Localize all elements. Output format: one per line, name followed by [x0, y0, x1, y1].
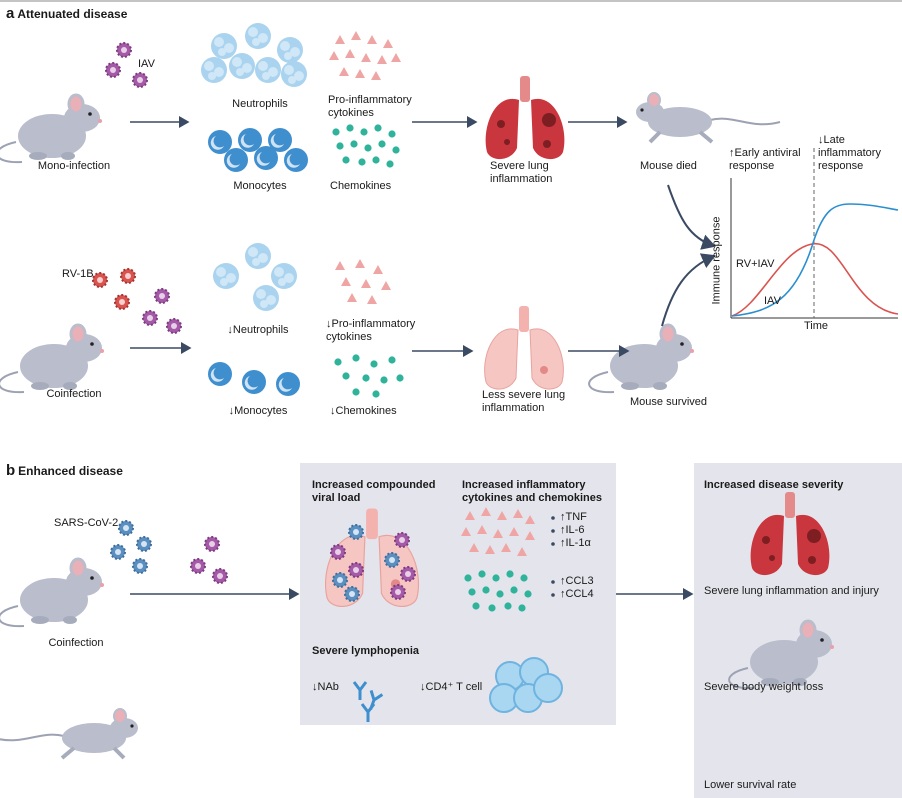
sars-iav-virus-cluster [110, 520, 228, 584]
panel-b-title: Enhanced disease [18, 464, 123, 478]
mouse-survived-label: Mouse survived [630, 396, 708, 408]
reduced-cytokines-label: ↓Pro-inflammatory cytokines [326, 318, 416, 343]
cd4-label: ↓CD4⁺ T cell [420, 681, 483, 693]
rv-iav-virus-cluster [92, 268, 182, 334]
reduced-monocyte-cluster [208, 362, 300, 396]
mouse-died-label: Mouse died [640, 160, 697, 172]
reduced-chemokines-label: ↓Chemokines [330, 405, 397, 417]
mono-infection-mouse [0, 93, 104, 164]
arrow-to-plot-bottom [661, 253, 716, 327]
low-survival-mouse [0, 707, 140, 760]
neutrophil-cluster [201, 23, 307, 87]
cytokine-list: ↑TNF ↑IL-6 ↑IL-1α [560, 511, 591, 549]
monocytes-label: Monocytes [233, 180, 287, 192]
coinfection-label: Coinfection [46, 388, 102, 400]
mono-infection-label: Mono-infection [37, 160, 111, 172]
mild-lung [484, 305, 564, 390]
panel-a-letter: a [6, 5, 15, 22]
rv1b-label: RV-1B [62, 268, 94, 280]
cytokine-cluster [329, 31, 401, 80]
survived-mouse [587, 323, 696, 394]
plot-iav-label: IAV [764, 295, 781, 307]
early-response-label: ↑Early antiviral response [729, 147, 801, 172]
neutrophils-label: Neutrophils [232, 98, 288, 110]
lymphopenia-heading: Severe lymphopenia [312, 645, 419, 657]
inflammatory-heading: Increased inflammatory cytokines and che… [462, 479, 602, 504]
severity-lung-label: Severe lung inflammation and injury [704, 585, 879, 597]
reduced-monocytes-label: ↓Monocytes [228, 405, 288, 417]
panel-b-letter: b [6, 462, 16, 479]
severity-survival-label: Lower survival rate [704, 779, 797, 791]
chemokine-cluster [332, 124, 400, 168]
chemokine-list: ↑CCL3 ↑CCL4 [560, 575, 594, 600]
reduced-neutrophils-label: ↓Neutrophils [227, 324, 289, 336]
monocyte-cluster [208, 128, 308, 172]
cytokines-label: Pro-inflammatory cytokines [328, 94, 412, 119]
panel-a-title: Attenuated disease [17, 7, 128, 21]
plot-y-label: Immune response [710, 216, 723, 305]
iav-curve [731, 203, 899, 317]
severe-lung-label: Severe lung inflammation [490, 160, 553, 185]
mild-lung-label: Less severe lung inflammation [482, 389, 566, 414]
severe-lung [485, 76, 565, 160]
chemokines-label: Chemokines [330, 180, 392, 192]
died-mouse [634, 91, 782, 144]
rv-iav-curve [731, 243, 899, 317]
viral-load-heading: Increased compounded viral load [312, 479, 436, 504]
plot-x-label: Time [804, 320, 829, 332]
severity-panel [694, 463, 902, 798]
late-response-label: ↓Late inflammatory response [818, 134, 881, 172]
severity-weight-label: Severe body weight loss [704, 681, 824, 693]
reduced-neutrophil-cluster [213, 243, 297, 311]
plot-rv-iav-label: RV+IAV [736, 258, 775, 270]
arrow-to-plot-top [667, 184, 716, 250]
b-coinfection-label: Coinfection [48, 637, 104, 649]
coinfection-mouse [0, 323, 106, 394]
iav-label: IAV [138, 58, 155, 70]
immune-response-plot [730, 148, 899, 319]
sars-coinfection-mouse [0, 557, 106, 628]
nab-label: ↓NAb [312, 681, 339, 693]
severity-heading: Increased disease severity [704, 479, 844, 491]
list-bullets [551, 516, 555, 597]
reduced-cytokine-cluster [335, 259, 391, 304]
sars-cov2-label: SARS-CoV-2 [54, 517, 119, 529]
reduced-chemokine-cluster [334, 354, 404, 398]
